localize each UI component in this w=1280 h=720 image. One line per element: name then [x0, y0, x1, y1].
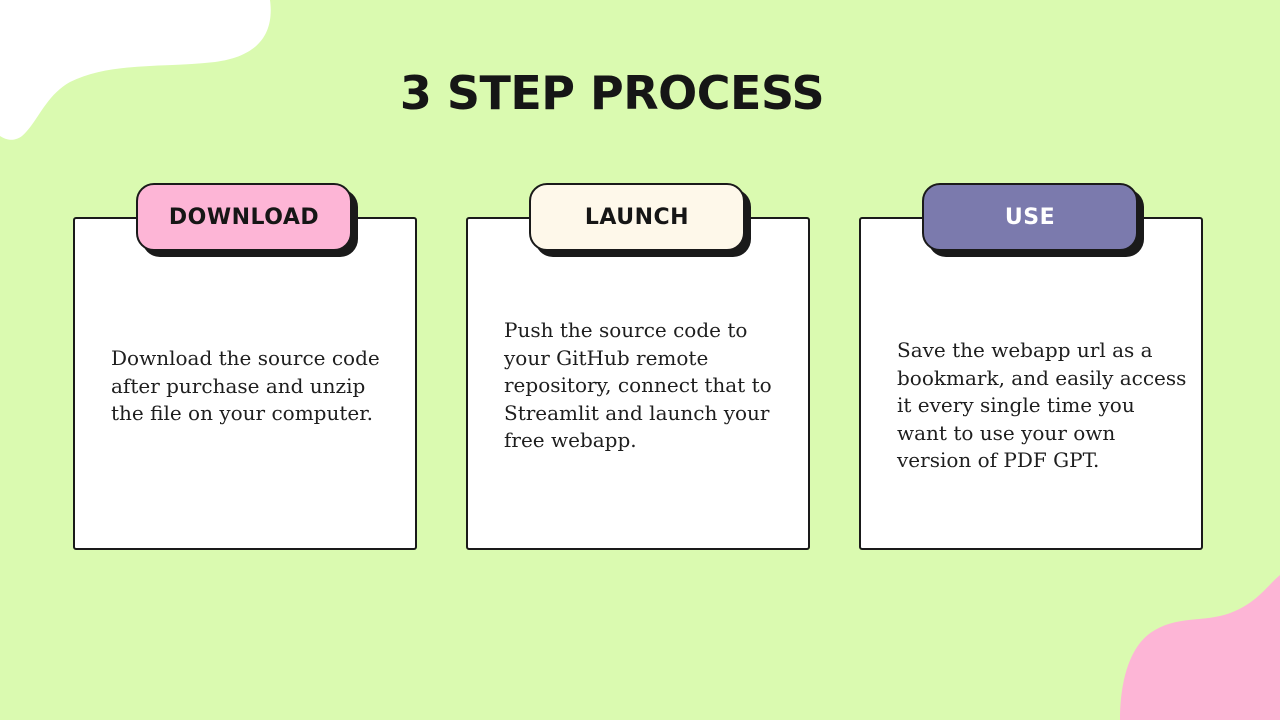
- step-label-launch: LAUNCH: [529, 183, 745, 251]
- decorative-blob-top-left: [0, 0, 271, 140]
- page-title: 3 STEP PROCESS: [399, 66, 825, 120]
- step-tab-launch: LAUNCH: [529, 183, 751, 257]
- step-description-use: Save the webapp url as a bookmark, and e…: [897, 338, 1187, 472]
- step-card-launch: [466, 217, 810, 550]
- step-label-use: USE: [922, 183, 1138, 251]
- step-description-launch: Push the source code to your GitHub remo…: [504, 318, 772, 452]
- decorative-blob-bottom-right: [1120, 575, 1280, 720]
- step-card-download: [73, 217, 417, 550]
- step-tab-use: USE: [922, 183, 1144, 257]
- step-tab-download: DOWNLOAD: [136, 183, 358, 257]
- step-label-download: DOWNLOAD: [136, 183, 352, 251]
- step-description-download: Download the source code after purchase …: [111, 346, 380, 425]
